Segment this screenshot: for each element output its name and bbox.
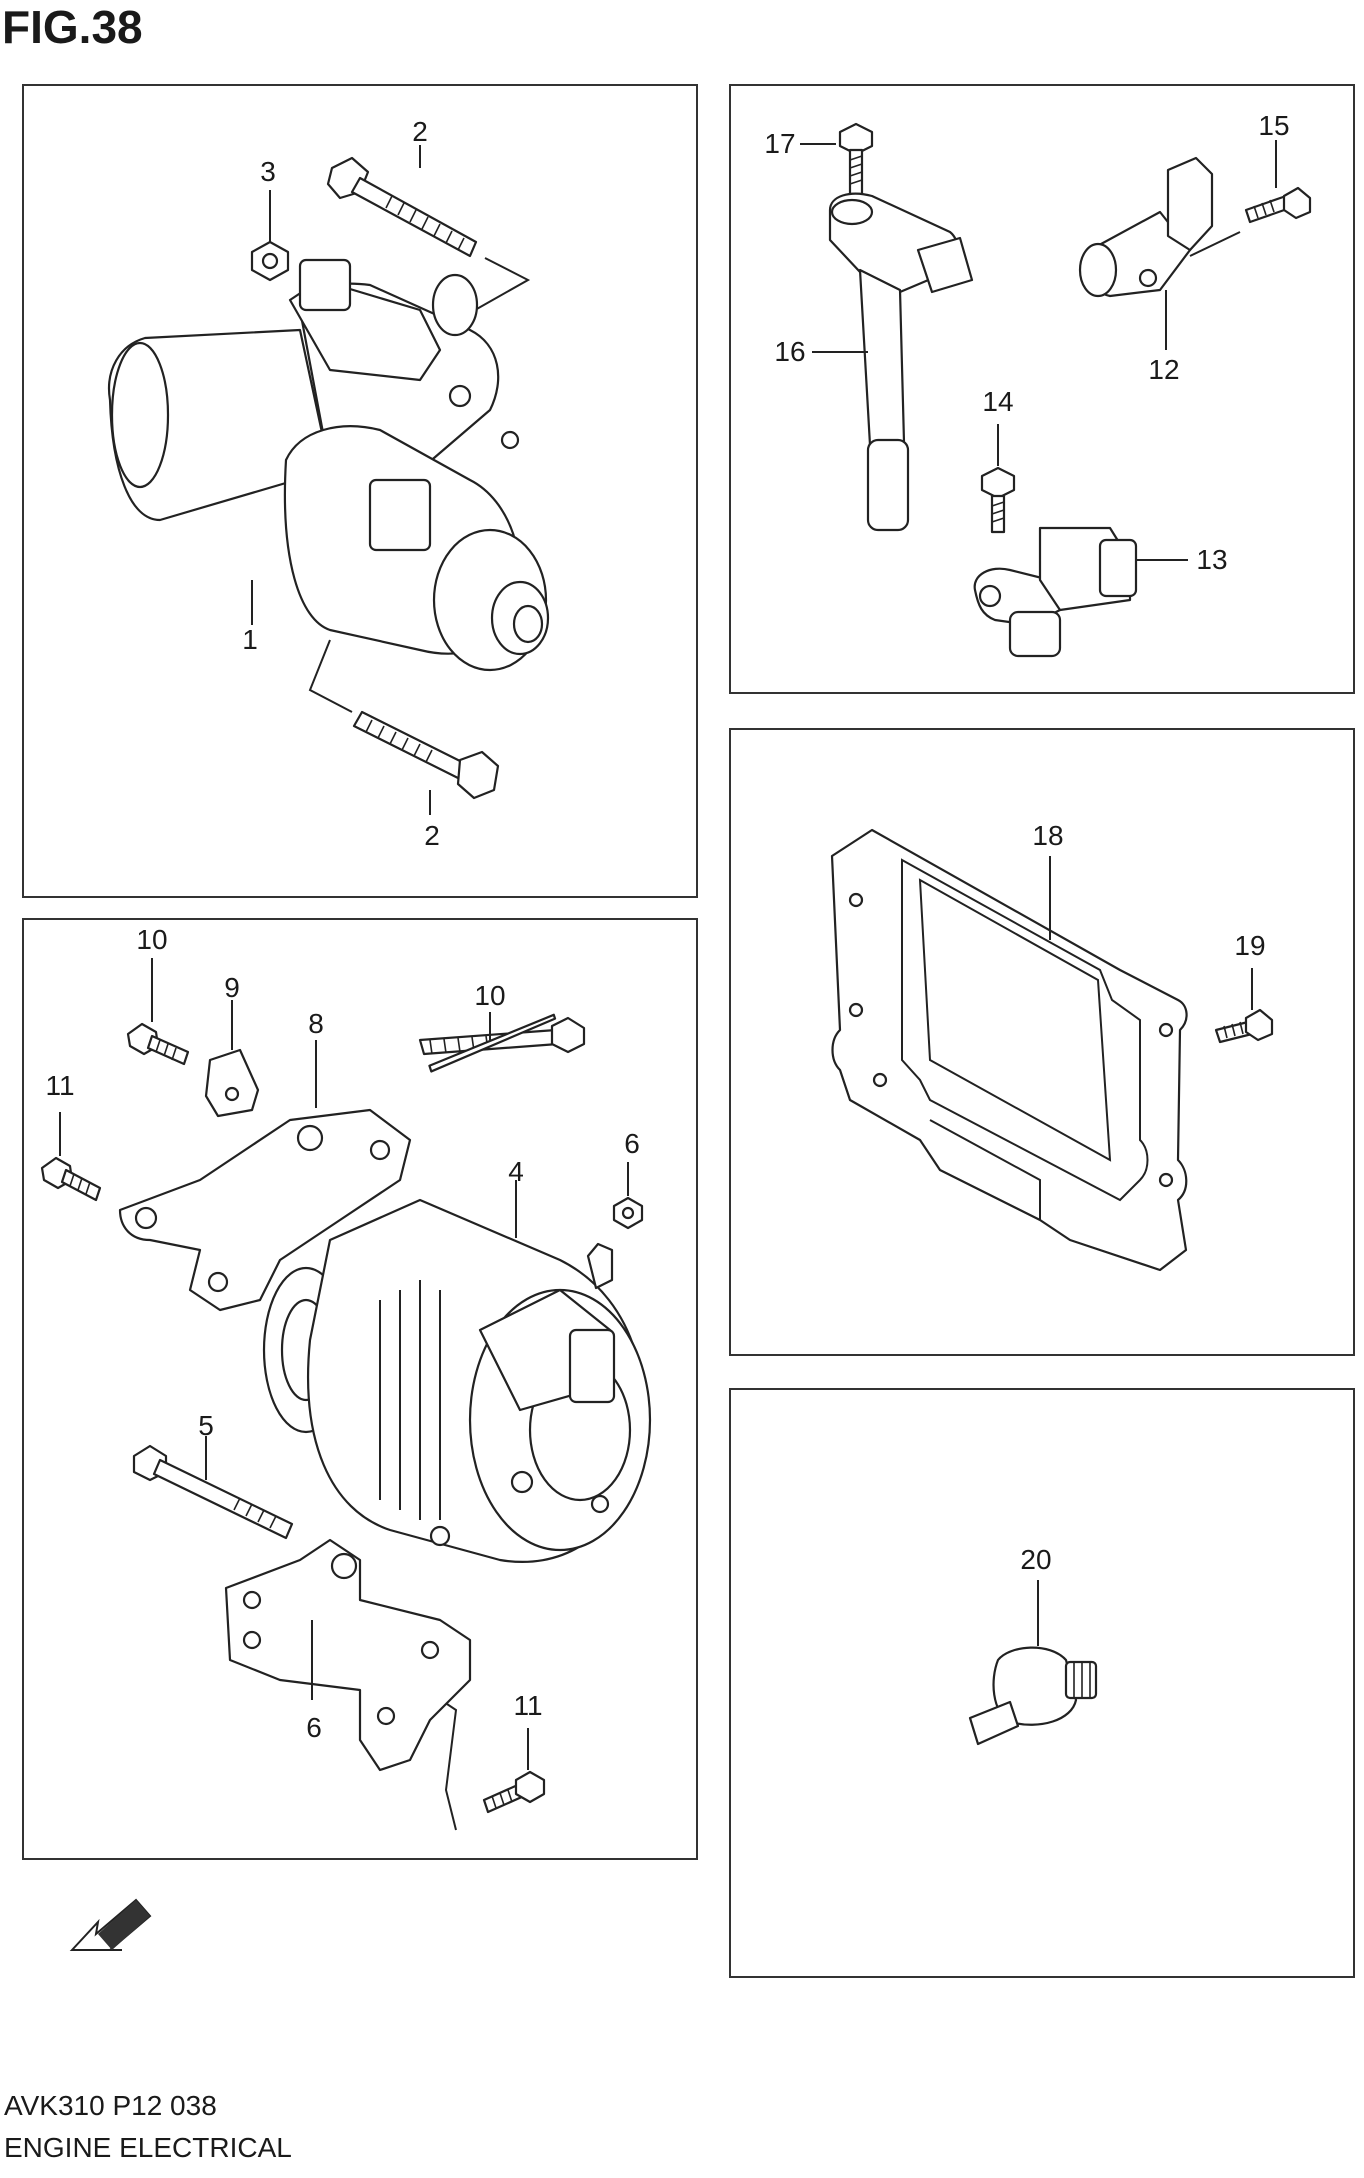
bracket-bolt-b[interactable]	[40, 1156, 102, 1202]
callout-5: 5	[198, 1410, 214, 1441]
ecm-bolt[interactable]	[1214, 1008, 1274, 1044]
callout-14: 14	[982, 386, 1014, 417]
callout-11-b: 11	[45, 1070, 75, 1101]
callout-3: 3	[260, 156, 276, 187]
alternator-adjust-bolt[interactable]	[418, 1013, 586, 1073]
callout-7: 6	[306, 1712, 322, 1743]
callout-4: 4	[508, 1156, 524, 1187]
callout-17: 17	[764, 128, 796, 159]
alternator-lower-bracket[interactable]	[224, 1538, 472, 1772]
starter-motor[interactable]	[107, 258, 550, 672]
sensor-bolt-14[interactable]	[980, 466, 1016, 534]
starter-bolt-lower[interactable]	[352, 710, 500, 800]
bracket-bolt-a[interactable]	[126, 1022, 190, 1066]
callout-18: 18	[1032, 820, 1064, 851]
callout-12: 12	[1148, 354, 1180, 385]
callout-8: 8	[308, 1008, 324, 1039]
alternator-terminal-nut[interactable]	[612, 1196, 644, 1230]
callout-19: 19	[1234, 930, 1266, 961]
alternator-upper-bracket[interactable]	[118, 1108, 412, 1312]
callout-9: 9	[224, 972, 240, 1003]
callout-2-lower: 2	[424, 820, 440, 851]
callout-20: 20	[1020, 1544, 1052, 1575]
callout-13: 13	[1196, 544, 1228, 575]
callout-1: 1	[242, 624, 258, 655]
coil-bolt[interactable]	[838, 122, 874, 196]
ecm[interactable]	[830, 828, 1188, 1272]
alternator[interactable]	[262, 1198, 652, 1563]
clip[interactable]	[204, 1048, 260, 1118]
bracket-bolt-c[interactable]	[482, 1770, 546, 1814]
starter-nut[interactable]	[250, 240, 290, 282]
alternator-long-bolt[interactable]	[132, 1444, 294, 1540]
callout-11-a: 10	[136, 924, 168, 955]
oil-pressure-switch[interactable]	[968, 1646, 1098, 1746]
figure-title: FIG.38	[2, 1, 143, 53]
callout-11-c: 11	[513, 1690, 543, 1721]
figure-code: AVK310 P12 038	[4, 2090, 217, 2121]
ignition-coil[interactable]	[828, 192, 974, 532]
callout-15: 15	[1258, 110, 1290, 141]
crank-position-sensor[interactable]	[973, 526, 1138, 658]
sensor-bolt-15[interactable]	[1244, 186, 1312, 224]
find-arrow-icon	[69, 1898, 152, 1951]
callout-10: 10	[474, 980, 506, 1011]
callout-16: 16	[774, 336, 806, 367]
cam-position-sensor[interactable]	[1078, 156, 1214, 298]
callout-2-upper: 2	[412, 116, 428, 147]
figure-name: ENGINE ELECTRICAL	[4, 2132, 292, 2163]
starter-bolt-upper[interactable]	[326, 156, 478, 258]
callout-6: 6	[624, 1128, 640, 1159]
